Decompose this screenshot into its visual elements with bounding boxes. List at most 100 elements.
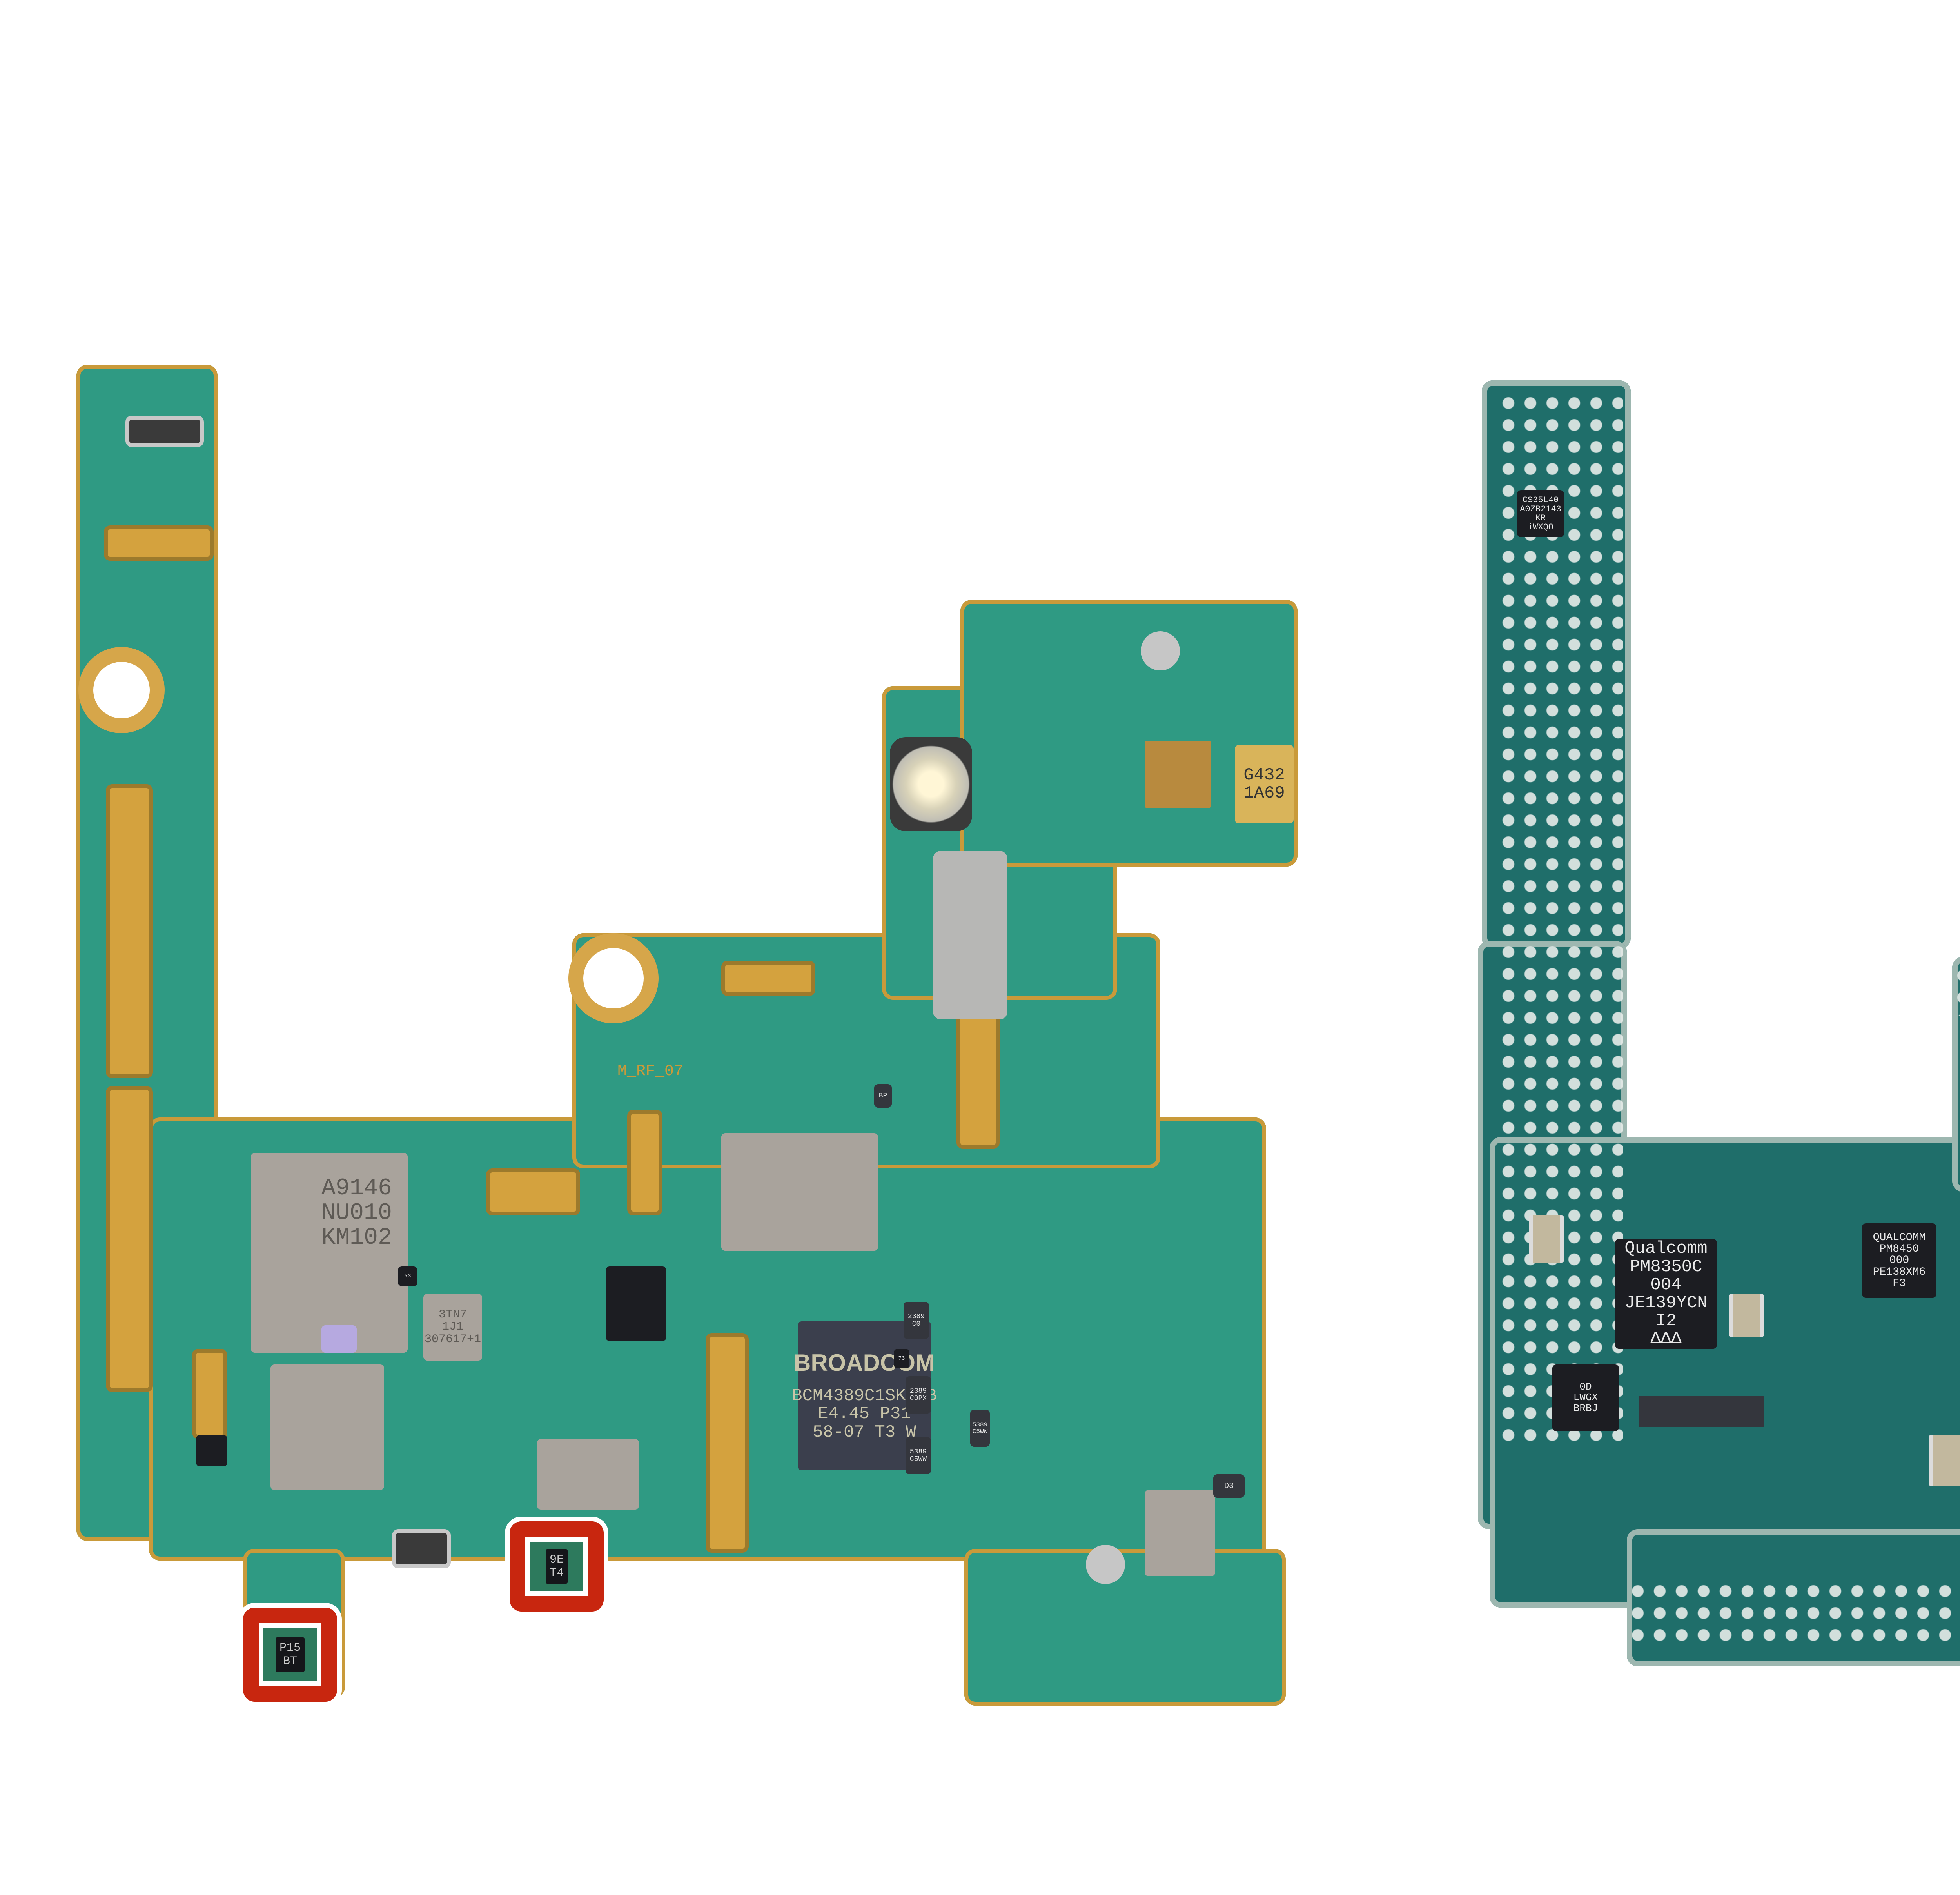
mounting-hole <box>568 933 659 1023</box>
mounting-notch <box>78 647 165 733</box>
module-chip-3tn7: 3TN7 1J1 307617+1 <box>423 1294 482 1361</box>
chip-line-3: PE138XM6 <box>1873 1266 1926 1278</box>
chip-line-1: 3TN7 <box>438 1308 467 1321</box>
chip-line-1: P15 <box>279 1641 301 1655</box>
rf-chip: 2389 C0 <box>904 1302 929 1339</box>
board-connector <box>392 1529 451 1568</box>
chip-line-1: 2389 <box>909 1387 927 1395</box>
right-board-middle <box>1952 957 1960 1192</box>
inductor-row <box>1639 1396 1764 1427</box>
board-connector <box>106 1086 153 1392</box>
mic-line-2: 1A69 <box>1243 783 1285 803</box>
rf-chip: 5389 C5WW <box>970 1410 990 1447</box>
board-connector <box>106 784 153 1078</box>
datamatrix-pad <box>1145 741 1211 808</box>
qualcomm-pmic-pm8450: QUALCOMM PM8450 000 PE138XM6 F3 <box>1862 1223 1936 1298</box>
ic-chip <box>321 1325 357 1353</box>
qualcomm-pmic-pm8350c: Qualcomm PM8350C 004 JE139YCN I2 ΔΔΔ <box>1615 1239 1717 1349</box>
chip-line-1: 9E <box>549 1553 564 1566</box>
chip-line-2: A0ZB2143 <box>1520 504 1561 514</box>
shielded-chip <box>270 1364 384 1490</box>
board-connector <box>706 1333 749 1553</box>
board-connector <box>627 1110 662 1215</box>
chip-line-1: A9146 <box>321 1175 392 1202</box>
chip-line-1: PM8450 <box>1879 1243 1919 1255</box>
board-connector <box>486 1168 580 1215</box>
chip-brand: Qualcomm <box>1624 1239 1708 1259</box>
chip-line-3: 58-07 T3 W <box>812 1422 916 1442</box>
board-connector <box>192 1349 227 1439</box>
board-connector <box>956 996 1000 1149</box>
shielded-chip <box>537 1439 639 1510</box>
chip-line-2: 000 <box>1889 1254 1909 1267</box>
antenna-coax-connector <box>1086 1545 1125 1584</box>
capacitor <box>1529 1215 1564 1263</box>
highlighted-chip: 9E T4 <box>545 1549 568 1584</box>
chip-line-3: JE139YCN <box>1624 1293 1708 1313</box>
camera-flash <box>890 737 972 831</box>
small-ic: Y3 <box>398 1266 417 1286</box>
left-board-top-block <box>960 600 1298 867</box>
antenna-coax-connector <box>1141 631 1180 670</box>
ic-chip <box>606 1266 666 1341</box>
chip-line-1: CS35L40 <box>1522 495 1559 505</box>
chip-line-2: 1J1 <box>442 1320 463 1334</box>
chip-line-2: C5WW <box>909 1455 927 1463</box>
mic-line-1: G432 <box>1243 765 1285 785</box>
broadcom-logo: BROADCOM <box>794 1350 935 1376</box>
chip-line-2: BT <box>283 1655 297 1668</box>
chip-line-1: 0D <box>1579 1381 1592 1393</box>
chip-line-2: C0PX <box>909 1394 927 1403</box>
chip-line-1: Y3 <box>404 1273 411 1279</box>
chip-line-4: F3 <box>1893 1277 1906 1290</box>
microphone-module: G432 1A69 <box>1235 745 1294 823</box>
chip-line-2: C0 <box>912 1320 921 1328</box>
chip-line-1: 2389 <box>907 1312 925 1321</box>
chip-line-1: 5389 <box>909 1448 927 1456</box>
small-ic: BP <box>874 1084 892 1108</box>
chip-line-1: 5389 <box>972 1421 988 1428</box>
small-ic: 73 <box>894 1349 909 1368</box>
rf-chip: 5389 C5WW <box>906 1437 931 1474</box>
metal-bracket <box>933 851 1007 1019</box>
chip-line-1: PM8350C <box>1630 1257 1702 1277</box>
left-board-bottom-tab <box>964 1549 1286 1706</box>
small-ic: D3 <box>1213 1474 1245 1498</box>
ic-chip: 0D LWGX BRBJ <box>1552 1364 1619 1431</box>
capacitor <box>1729 1294 1764 1337</box>
via-array <box>1952 965 1960 1016</box>
shielded-chip <box>721 1133 878 1251</box>
chip-line-2: T4 <box>549 1566 564 1580</box>
capacitor <box>1929 1435 1960 1486</box>
board-connector <box>104 525 214 561</box>
chip-line-2: LWGX <box>1573 1392 1598 1404</box>
rf-chip: 2389 C0PX <box>906 1376 931 1414</box>
chip-line-4: I2 <box>1655 1311 1677 1331</box>
silkscreen-label: M_RF_07 <box>617 1063 684 1080</box>
cirrus-audio-amp-cs35l40: CS35L40 A0ZB2143 KR iWXQO <box>1517 490 1564 537</box>
via-array <box>1497 392 1623 1451</box>
chip-brand: QUALCOMM <box>1873 1231 1926 1244</box>
chip-line-1: BP <box>878 1092 887 1100</box>
chip-line-1: 73 <box>898 1355 905 1362</box>
chip-line-3: KR <box>1535 513 1546 523</box>
chip-line-4: iWXQO <box>1527 522 1553 532</box>
highlight-box: 9E T4 <box>510 1521 604 1612</box>
board-connector <box>721 961 815 996</box>
board-connector <box>125 416 204 447</box>
highlighted-chip: P15 BT <box>275 1637 305 1672</box>
highlighted-region: 9E T4 <box>530 1542 583 1591</box>
chip-line-5: ΔΔΔ <box>1650 1329 1682 1349</box>
highlight-box: P15 BT <box>243 1608 337 1702</box>
chip-line-2: NU010 <box>321 1200 392 1226</box>
highlighted-region: P15 BT <box>263 1628 317 1681</box>
chip-line-2: 004 <box>1650 1275 1682 1295</box>
chip-line-3: 307617+1 <box>424 1332 481 1346</box>
chip-line-2: C5WW <box>972 1428 988 1435</box>
via-array <box>1627 1580 1960 1651</box>
chip-line-2: E4.45 P31 <box>818 1404 911 1424</box>
shielded-chip <box>1145 1490 1215 1576</box>
chip-line-3: KM102 <box>321 1225 392 1251</box>
ic-chip <box>196 1435 227 1466</box>
chip-line-3: BRBJ <box>1573 1402 1598 1414</box>
